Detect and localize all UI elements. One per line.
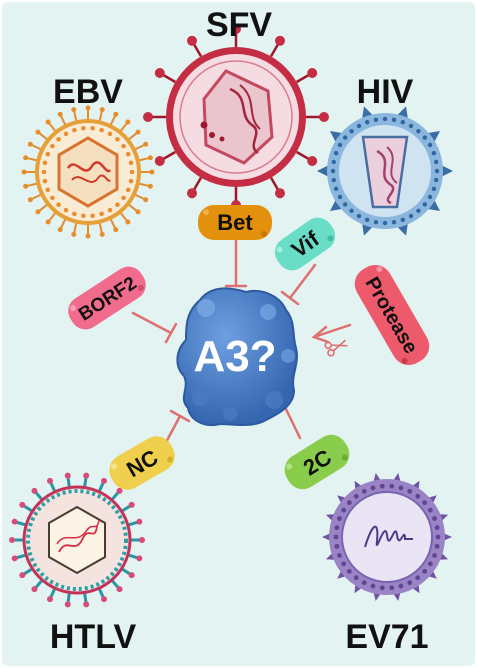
ev71-label: EV71	[345, 618, 428, 656]
2c-protein-badge: 2C	[284, 434, 350, 490]
scissors-icon	[324, 339, 348, 357]
borf2-protein-badge: BORF2	[68, 266, 146, 330]
sfv-label: SFV	[206, 6, 272, 44]
htlv-virus-icon	[9, 472, 145, 608]
ebv-label: EBV	[53, 73, 123, 111]
ebv-virus-icon	[21, 105, 155, 239]
vif-protein-badge: Vif	[274, 217, 336, 271]
protease-protein-badge: Protease	[354, 264, 430, 366]
a3-label: A3?	[193, 332, 276, 381]
borf2-inhibit-arrow	[131, 311, 173, 335]
hiv-label: HIV	[357, 73, 414, 111]
a3-protein-blob	[176, 287, 298, 426]
sfv-virus-icon	[143, 24, 329, 210]
protease-cleave-arrow	[312, 323, 352, 339]
vif-inhibit-arrow	[288, 263, 317, 300]
hiv-virus-icon	[317, 106, 453, 236]
bet-protein-badge: Bet	[198, 205, 272, 240]
nc-protein-badge: NC	[109, 436, 175, 490]
htlv-label: HTLV	[50, 618, 137, 656]
bet-label: Bet	[217, 210, 253, 235]
ev71-virus-icon	[322, 472, 452, 602]
